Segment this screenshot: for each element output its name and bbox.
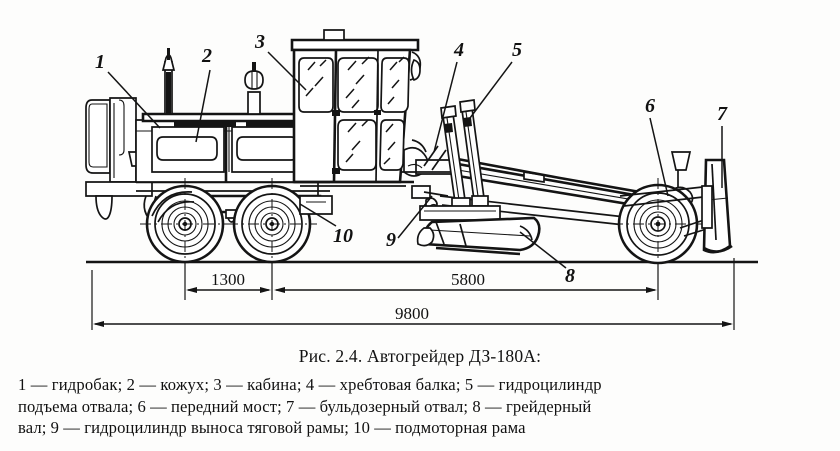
callout-7: 7 bbox=[717, 103, 728, 125]
rear-tandem-wheels bbox=[140, 178, 322, 268]
dim-9800: 9800 bbox=[93, 304, 733, 327]
grader-blade-assembly bbox=[416, 205, 541, 256]
callout-9: 9 bbox=[386, 229, 396, 251]
blade-lift-cylinders bbox=[423, 99, 489, 209]
cabin-assembly bbox=[290, 29, 422, 187]
figure-legend: 1 — гидробак; 2 — кожух; 3 — кабина; 4 —… bbox=[18, 374, 824, 439]
grader-drawing-svg: 1 2 3 4 5 6 7 8 9 10 bbox=[85, 29, 758, 330]
legend-line-2: подъема отвала; 6 — передний мост; 7 — б… bbox=[18, 396, 592, 416]
dim-5800-label: 5800 bbox=[451, 270, 485, 289]
dim-1300-label: 1300 bbox=[211, 270, 245, 289]
engine-shroud-assembly bbox=[135, 48, 330, 225]
callout-5: 5 bbox=[512, 39, 522, 61]
callout-6: 6 bbox=[645, 95, 655, 117]
callout-2: 2 bbox=[201, 45, 212, 67]
callout-labels: 1 2 3 4 5 6 7 8 9 10 bbox=[95, 31, 728, 287]
callout-leaders bbox=[107, 51, 723, 269]
glass-hatching bbox=[305, 56, 405, 165]
bulldozer-blade-assembly bbox=[619, 158, 733, 254]
front-wheel bbox=[612, 178, 704, 268]
articulation-joint bbox=[400, 139, 453, 177]
hydraulic-tank-assembly bbox=[85, 97, 153, 220]
callout-4: 4 bbox=[453, 39, 464, 61]
callout-8: 8 bbox=[565, 265, 575, 287]
callout-3: 3 bbox=[254, 31, 265, 53]
dim-1300: 1300 bbox=[186, 270, 271, 293]
figure-caption-block: Рис. 2.4. Автогрейдер ДЗ-180А: bbox=[0, 345, 840, 367]
dim-5800: 5800 bbox=[274, 270, 657, 293]
figure-title: Рис. 2.4. Автогрейдер ДЗ-180А: bbox=[298, 346, 542, 366]
technical-drawing: 1 2 3 4 5 6 7 8 9 10 bbox=[85, 29, 758, 330]
callout-1: 1 bbox=[95, 51, 105, 73]
dim-9800-label: 9800 bbox=[395, 304, 429, 323]
dimension-lines: 1300 5800 9800 bbox=[91, 258, 735, 330]
legend-line-1: 1 — гидробак; 2 — кожух; 3 — кабина; 4 —… bbox=[18, 375, 602, 394]
callout-10: 10 bbox=[333, 225, 353, 247]
legend-line-3: вал; 9 — гидроцилиндр выноса тяговой рам… bbox=[18, 418, 526, 437]
